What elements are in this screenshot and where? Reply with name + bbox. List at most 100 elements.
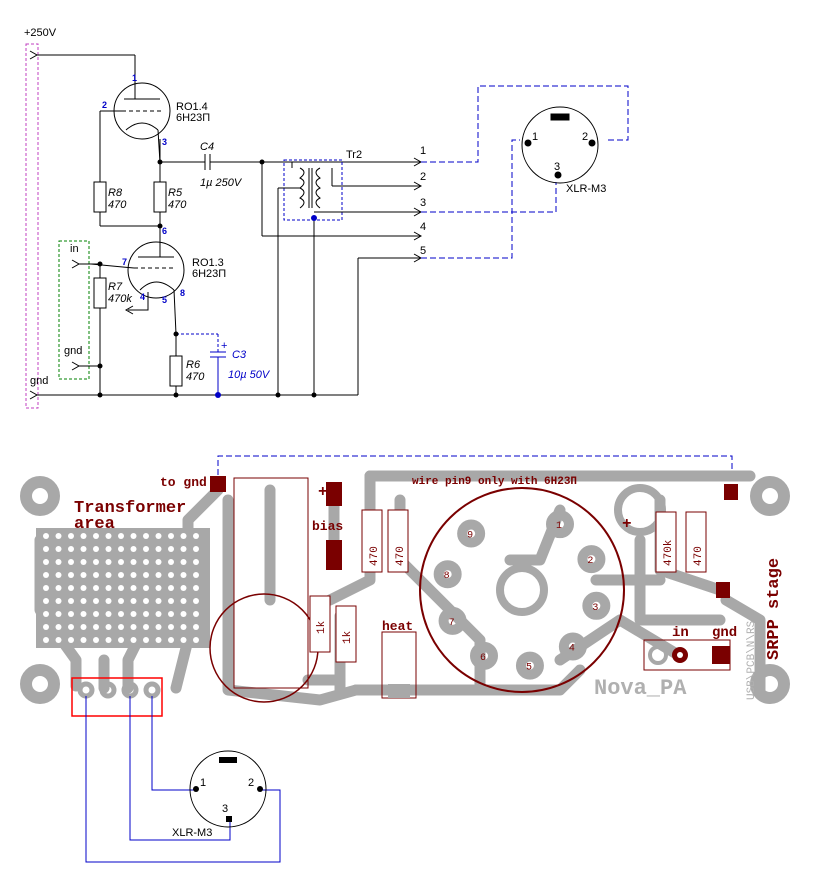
tube-pin: 5: [162, 295, 167, 305]
perf-hole: [155, 611, 162, 617]
perf-hole: [68, 598, 74, 604]
perf-hole: [118, 546, 124, 552]
perf-hole: [80, 637, 87, 643]
transformer-area-label-2: area: [74, 515, 115, 534]
tube-pin: 3: [162, 137, 167, 147]
plus-mark: +: [318, 483, 328, 501]
perf-hole: [155, 598, 162, 604]
tr-pin: 5: [420, 245, 426, 257]
perf-hole: [43, 598, 49, 604]
resistor-label: 470: [369, 546, 381, 566]
perf-hole: [155, 624, 162, 630]
perf-hole: [105, 559, 112, 565]
tube-ro1-4-ref: RO1.4: [176, 101, 208, 113]
perf-hole: [68, 572, 74, 578]
socket-pin-label: 2: [587, 556, 593, 567]
gnd-pcb-label: gnd: [712, 625, 737, 641]
perf-hole: [180, 637, 187, 643]
perf-hole: [93, 637, 99, 643]
perf-hole: [193, 611, 199, 617]
socket-pin-label: 8: [444, 571, 450, 582]
perf-hole: [130, 559, 137, 565]
perf-hole: [130, 611, 137, 617]
perf-hole: [80, 559, 87, 565]
perf-hole: [155, 533, 162, 539]
socket-pad: [438, 606, 467, 635]
perf-hole: [105, 598, 112, 604]
perf-hole: [105, 624, 112, 630]
perf-hole: [68, 585, 74, 591]
socket-pin-label: 4: [569, 643, 575, 654]
tube-pin: 2: [102, 100, 107, 110]
tube-socket: [419, 487, 625, 693]
perf-hole: [193, 637, 199, 643]
board-title: SRPP stage: [765, 558, 784, 660]
xlr-pin: 2: [248, 777, 254, 789]
perf-hole: [193, 559, 199, 565]
pcb-pads: [210, 476, 738, 664]
transformer-area-holes: [43, 533, 199, 643]
perf-hole: [143, 637, 149, 643]
perf-hole: [193, 546, 199, 552]
perf-hole: [55, 611, 62, 617]
perf-hole: [193, 572, 199, 578]
perf-hole: [118, 637, 124, 643]
perf-hole: [68, 624, 74, 630]
xlr-pin: 3: [222, 803, 228, 815]
resistor-label: 470: [693, 546, 705, 566]
bias-label: bias: [312, 519, 343, 534]
perf-hole: [80, 585, 87, 591]
tube-ro1-3-type: 6H23П: [192, 268, 226, 280]
xlr-pin: 1: [532, 131, 538, 143]
tube-ro1-4-type: 6H23П: [176, 112, 210, 124]
perf-hole: [168, 598, 174, 604]
perf-hole: [193, 585, 199, 591]
perf-hole: [93, 611, 99, 617]
tube-pin: 7: [122, 257, 127, 267]
perf-hole: [143, 533, 149, 539]
socket-pads: [433, 510, 611, 680]
perf-hole: [168, 572, 174, 578]
perf-hole: [93, 572, 99, 578]
socket-pin-label: 9: [467, 531, 473, 542]
perf-hole: [130, 585, 137, 591]
perf-hole: [143, 598, 149, 604]
c3-value: 10µ 50V: [228, 369, 271, 381]
socket-pad: [546, 510, 574, 539]
r8-value: 470: [108, 199, 127, 211]
tr-pin: 2: [420, 171, 426, 183]
tube-ro1-3: [127, 241, 185, 299]
resistor-label: 470: [395, 546, 407, 566]
perf-hole: [80, 598, 87, 604]
perf-hole: [130, 572, 137, 578]
xlr-schematic-connector: [521, 106, 599, 184]
perf-hole: [193, 598, 199, 604]
perf-hole: [80, 572, 87, 578]
perf-hole: [93, 559, 99, 565]
perf-hole: [180, 546, 187, 552]
perf-hole: [168, 533, 174, 539]
component-strip: [233, 477, 309, 689]
supply-connector-box: [25, 43, 39, 409]
perf-hole: [143, 585, 149, 591]
perf-hole: [130, 624, 137, 630]
perf-hole: [105, 585, 112, 591]
xlr-schematic-label: XLR-M3: [566, 183, 606, 195]
perf-hole: [168, 585, 174, 591]
r7-ref: R7: [108, 281, 123, 293]
socket-pin-label: 6: [480, 653, 486, 664]
perf-hole: [43, 585, 49, 591]
perf-hole: [43, 533, 49, 539]
tube-pin: 8: [180, 288, 185, 298]
tr-pin: 1: [420, 145, 426, 157]
perf-hole: [168, 611, 174, 617]
socket-pin-label: 3: [592, 603, 598, 614]
tr-ref: Tr2: [346, 149, 362, 161]
resistors: [309, 509, 707, 663]
perf-hole: [80, 624, 87, 630]
r6-value: 470: [186, 371, 205, 383]
perf-hole: [43, 624, 49, 630]
socket-pad: [470, 641, 498, 670]
